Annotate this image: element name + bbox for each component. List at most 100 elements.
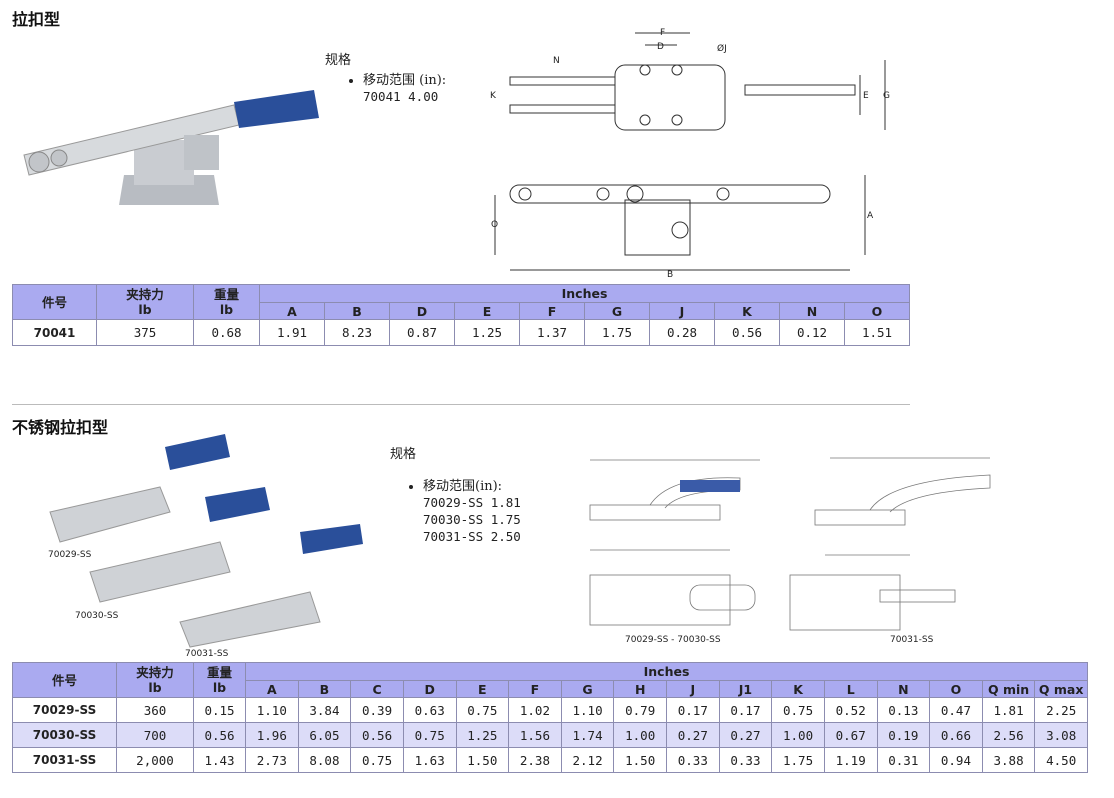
dimension-drawing-70041: F D ØJ N K E G O A B [490, 28, 890, 280]
spec-travel-label: 移动范围(in): [423, 479, 503, 494]
value-cell: 1.00 [613, 722, 667, 748]
dimension-header: O [929, 680, 983, 698]
dimension-header: F [519, 302, 585, 320]
value-cell: 0.56 [193, 722, 246, 748]
value-cell: 0.56 [350, 722, 404, 748]
dim-label-e: E [863, 91, 869, 101]
spec-travel-value: 70041 4.00 [363, 89, 439, 104]
value-cell: 1.96 [245, 722, 299, 748]
value-cell: 1.25 [454, 319, 520, 346]
dim-label-k: K [490, 91, 497, 101]
dimension-header: K [771, 680, 825, 698]
value-cell: 1.43 [193, 747, 246, 773]
spec-heading: 规格 [325, 53, 352, 68]
value-cell: 0.33 [718, 747, 773, 773]
value-cell: 1.75 [584, 319, 650, 346]
dimension-header: Q min [981, 680, 1036, 698]
value-cell: 0.87 [389, 319, 455, 346]
dim-label-n: N [553, 56, 560, 66]
value-cell: 1.19 [823, 747, 878, 773]
dimension-header: G [584, 302, 650, 320]
value-cell: 0.27 [718, 722, 773, 748]
value-cell: 1.51 [844, 319, 910, 346]
column-header: 夹持力 lb [96, 284, 194, 320]
inches-group-header: Inches [245, 662, 1088, 681]
value-cell: 1.25 [455, 722, 510, 748]
column-header: 件号 [12, 284, 97, 320]
section2-specs: 规格 移动范围(in): 70029-SS 1.81 70030-SS 1.75… [390, 447, 521, 546]
value-cell: 1.37 [519, 319, 585, 346]
value-cell: 1.75 [771, 747, 825, 773]
value-cell: 0.28 [649, 319, 715, 346]
value-cell: 1.50 [613, 747, 667, 773]
value-cell: 4.50 [1034, 747, 1088, 773]
value-cell: 0.66 [929, 722, 983, 748]
dimension-header: N [779, 302, 845, 320]
value-cell: 3.84 [297, 697, 352, 723]
spec-travel-value: 70030-SS 1.75 [423, 512, 521, 527]
spec-heading: 规格 [390, 447, 417, 462]
value-cell: 1.10 [560, 697, 615, 723]
spec-travel-value: 70029-SS 1.81 [423, 495, 521, 510]
dimension-header: Q max [1034, 680, 1088, 698]
photo-label-70029: 70029-SS [48, 550, 92, 560]
dimension-header: J [666, 680, 720, 698]
value-cell: 0.63 [402, 697, 457, 723]
section1-specs: 规格 移动范围 (in): 70041 4.00 [325, 53, 446, 106]
photo-label-70030: 70030-SS [75, 611, 119, 621]
value-cell: 0.79 [613, 697, 667, 723]
part-number-cell: 70041 [12, 319, 97, 346]
inches-group-header: Inches [259, 284, 910, 303]
value-cell: 0.75 [350, 747, 404, 773]
value-cell: 1.91 [259, 319, 325, 346]
value-cell: 0.17 [718, 697, 773, 723]
dimension-header: B [324, 302, 390, 320]
value-cell: 1.02 [508, 697, 562, 723]
value-cell: 6.05 [297, 722, 352, 748]
value-cell: 1.50 [455, 747, 510, 773]
value-cell: 2.73 [245, 747, 299, 773]
dimension-header: J1 [718, 680, 773, 698]
value-cell: 2.56 [981, 722, 1036, 748]
value-cell: 1.00 [771, 722, 825, 748]
dim-label-j: ØJ [717, 43, 727, 54]
dimension-header: K [714, 302, 780, 320]
value-cell: 360 [116, 697, 194, 723]
dimension-header: N [876, 680, 931, 698]
part-number-cell: 70029-SS [12, 697, 117, 723]
value-cell: 0.75 [455, 697, 510, 723]
value-cell: 0.13 [876, 697, 931, 723]
value-cell: 2.25 [1034, 697, 1088, 723]
dimension-header: A [245, 680, 299, 698]
value-cell: 0.27 [666, 722, 720, 748]
clamp-photo-stainless: 70029-SS 70030-SS 70031-SS [48, 434, 363, 659]
dimension-header: O [844, 302, 910, 320]
value-cell: 8.23 [324, 319, 390, 346]
spec-travel-value: 70031-SS 2.50 [423, 529, 521, 544]
dimension-header: A [259, 302, 325, 320]
value-cell: 0.68 [193, 319, 260, 346]
value-cell: 0.33 [666, 747, 720, 773]
dimension-header: L [823, 680, 878, 698]
value-cell: 0.67 [823, 722, 878, 748]
value-cell: 0.75 [771, 697, 825, 723]
value-cell: 0.52 [823, 697, 878, 723]
spec-travel-label: 移动范围 (in): [363, 73, 447, 88]
value-cell: 700 [116, 722, 194, 748]
dim-label-g: G [883, 91, 890, 101]
value-cell: 2.38 [508, 747, 562, 773]
column-header: 重量 lb [193, 662, 246, 698]
drawing-caption-right: 70031-SS [890, 635, 934, 645]
value-cell: 0.47 [929, 697, 983, 723]
value-cell: 3.08 [1034, 722, 1088, 748]
dimension-header: F [508, 680, 562, 698]
dim-label-o: O [491, 220, 498, 230]
value-cell: 0.56 [714, 319, 780, 346]
value-cell: 0.75 [402, 722, 457, 748]
value-cell: 0.31 [876, 747, 931, 773]
section2-title: 不锈钢拉扣型 [12, 418, 109, 437]
